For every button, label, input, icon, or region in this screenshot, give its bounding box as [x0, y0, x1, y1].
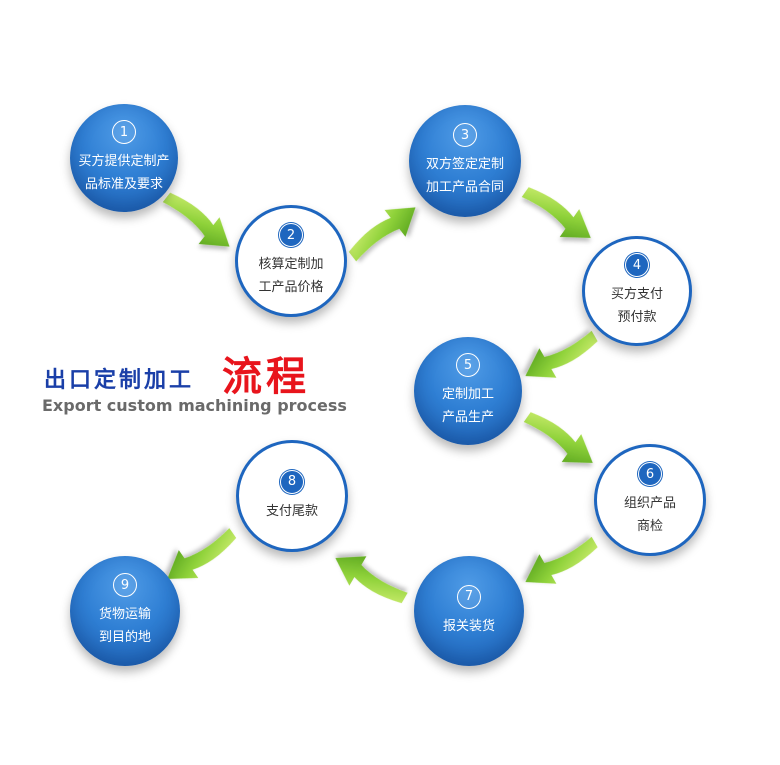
title-highlight: 流程 — [222, 354, 310, 400]
step-label-line: 核算定制加 — [258, 257, 324, 272]
step-label-line: 货物运输 — [98, 607, 151, 622]
step-number: 6 — [638, 462, 662, 486]
step-number: 3 — [453, 123, 477, 147]
step-2-circle: 2 核算定制加 工产品价格 — [235, 205, 347, 317]
step-label-line: 买方支付 — [610, 287, 663, 302]
step-label-line: 定制加工 — [441, 387, 494, 402]
step-label-line: 组织产品 — [623, 496, 676, 511]
step-number: 8 — [280, 469, 304, 494]
step-number: 7 — [457, 584, 481, 609]
step-label-line: 加工产品合同 — [425, 180, 504, 195]
arrow-2-to-3 — [348, 207, 416, 262]
step-1-circle: 1 买方提供定制产 品标准及要求 — [70, 104, 178, 212]
step-label-line: 商检 — [636, 519, 663, 534]
step-number: 4 — [625, 253, 649, 277]
step-number: 2 — [279, 223, 303, 247]
arrow-5-to-6 — [523, 412, 593, 463]
step-label-line: 报关装货 — [442, 618, 495, 634]
step-label-line: 品标准及要求 — [84, 177, 163, 192]
step-label-line: 工产品价格 — [258, 280, 324, 295]
step-5-circle: 5 定制加工 产品生产 — [414, 337, 522, 445]
step-label-line: 买方提供定制产 — [78, 154, 170, 169]
step-9-circle: 9 货物运输 到目的地 — [70, 556, 180, 666]
step-number: 9 — [113, 573, 137, 597]
arrow-6-to-7 — [525, 536, 598, 584]
step-number: 1 — [112, 120, 136, 144]
step-label-line: 支付尾款 — [265, 503, 318, 519]
step-6-circle: 6 组织产品 商检 — [594, 444, 706, 556]
step-8-circle: 8 支付尾款 — [236, 440, 348, 552]
arrow-4-to-5 — [525, 330, 598, 378]
step-3-circle: 3 双方签定定制 加工产品合同 — [409, 105, 521, 217]
step-number: 5 — [456, 353, 480, 377]
step-label-line: 预付款 — [617, 310, 657, 325]
arrow-7-to-8 — [335, 556, 408, 604]
title-english: Export custom machining process — [42, 396, 347, 415]
step-7-circle: 7 报关装货 — [414, 556, 524, 666]
step-4-circle: 4 买方支付 预付款 — [582, 236, 692, 346]
arrow-1-to-2 — [162, 192, 230, 247]
step-label-line: 双方签定定制 — [425, 157, 504, 172]
title-chinese: 出口定制加工 — [44, 368, 195, 393]
arrow-8-to-9 — [167, 528, 237, 579]
step-label-line: 产品生产 — [441, 410, 494, 425]
step-label-line: 到目的地 — [98, 630, 151, 645]
arrow-3-to-4 — [521, 187, 591, 238]
